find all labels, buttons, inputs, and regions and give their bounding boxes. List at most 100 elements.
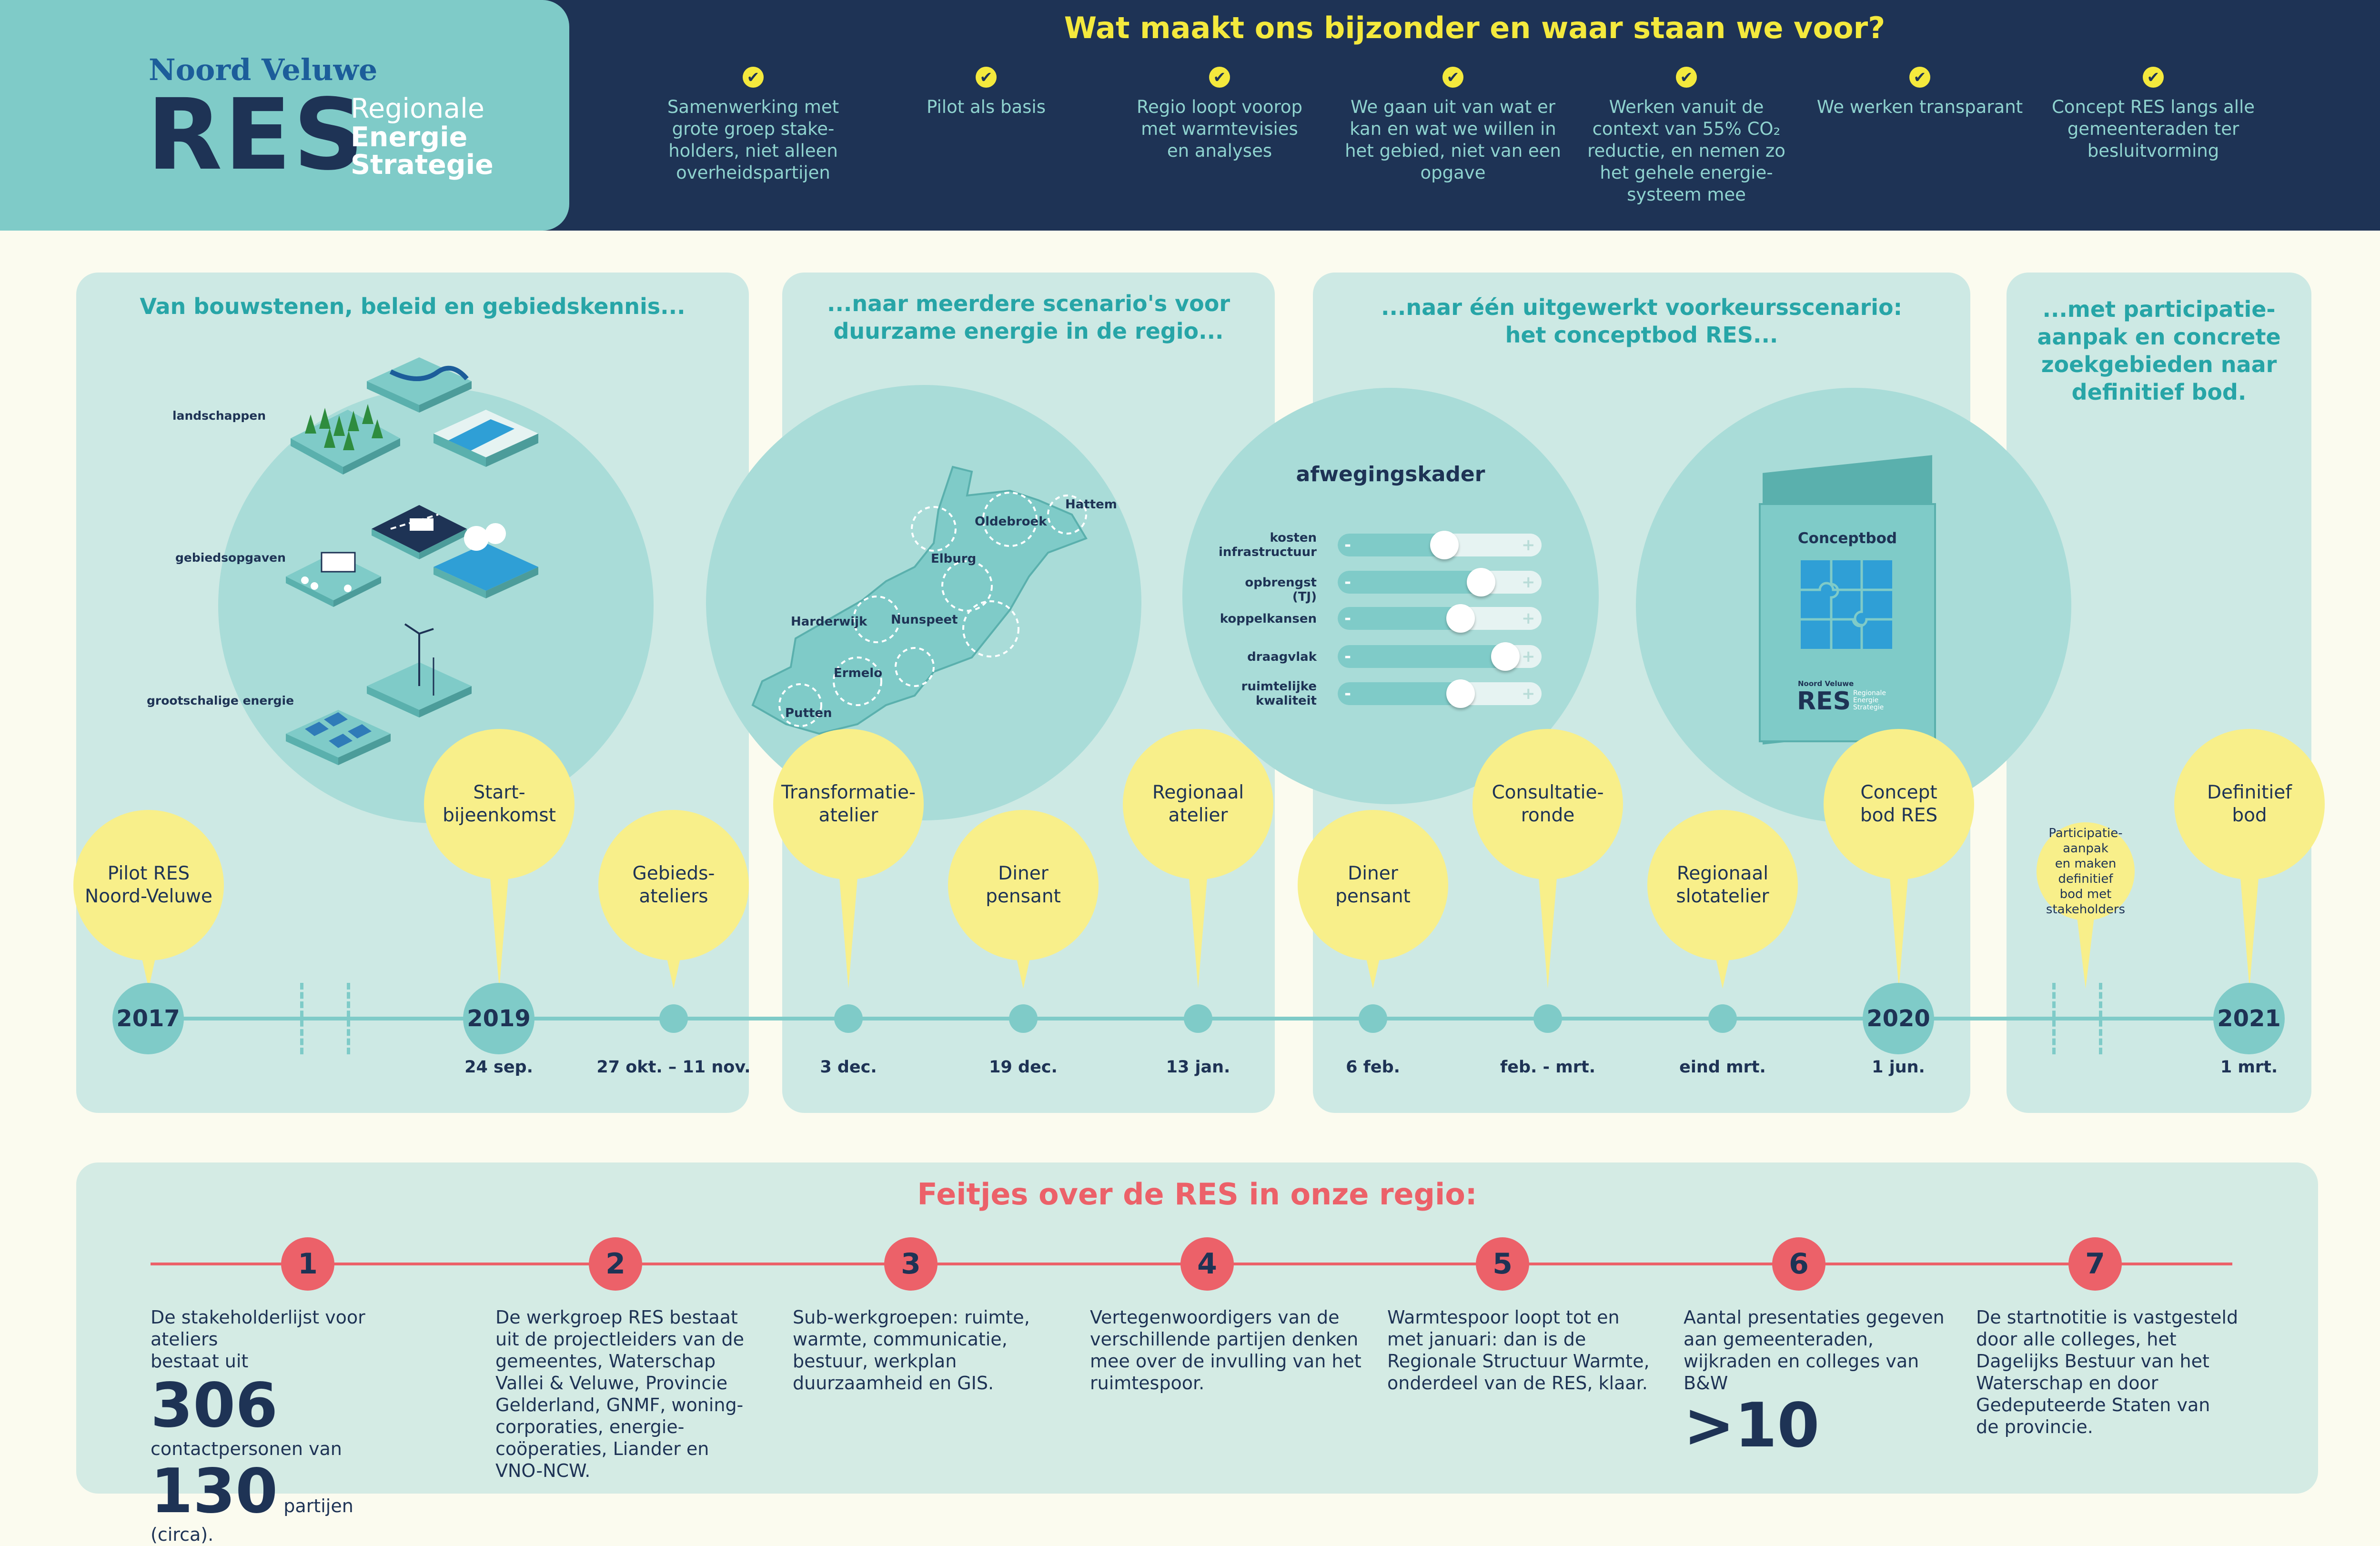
fact-1-small-2: partijen (circa). [151,1495,353,1545]
bubble-text: atelier [1168,805,1228,826]
slider-fill [1338,682,1466,705]
value-line: het gehele energie- [1600,162,1773,183]
check-icon: ✔ [1442,67,1463,88]
fact-number-3: 3 [884,1237,938,1291]
label-landschappen: landschappen [172,409,266,423]
landscape-tiles [291,357,538,475]
fact-line: Aantal presentaties gegeven [1684,1307,1945,1328]
slider-knob[interactable] [1446,604,1475,633]
fact-1-big-306: 306 [151,1370,278,1441]
logo-region-name: Noord Veluwe [149,52,378,87]
bubble-text: atelier [818,805,878,826]
slider-fill [1338,571,1486,594]
slider-minus-icon[interactable]: - [1344,684,1351,703]
bubble-pointer [1188,860,1209,989]
slider-plus-icon[interactable]: + [1522,573,1535,592]
slider-plus-icon[interactable]: + [1522,684,1535,703]
puzzle-icon [1801,560,1892,649]
bubble-text: Gebieds- [632,863,715,884]
fact-line: bestaat uit [151,1351,249,1372]
fact-line: Gedeputeerde Staten van [1976,1394,2210,1415]
bubble-pointer [1537,860,1558,989]
fact-line: De stakeholderlijst voor ateliers [151,1307,365,1350]
bubble-text: Participatie- [2048,826,2123,840]
check-icon: ✔ [2143,67,2164,88]
fact-line: duurzaamheid en GIS. [793,1373,994,1394]
value-line: holders, niet alleen [668,141,838,161]
value-line: met warmtevisies [1141,119,1298,139]
value-3: ✔ Regio loopt voorop met warmtevisies en… [1108,67,1331,162]
fact-line: ruimtespoor. [1090,1373,1205,1394]
bubble-text: Regionaal [1152,782,1244,803]
year-node-2020: 2020 [1863,983,1934,1054]
timeline-dot [1708,1004,1737,1033]
year-node-2019: 2019 [463,983,534,1054]
value-6: ✔ We werken transparant [1808,67,2032,118]
fact-line: door alle colleges, het [1976,1329,2177,1350]
fact-5: Warmtespoor loopt tot en met januari: da… [1387,1306,1654,1394]
fact-line: wijkraden en colleges van B&W [1684,1351,1919,1394]
fact-1-small-1: contactpersonen van [151,1438,342,1459]
book-logo-sub: Regionale Energie Strategie [1853,690,1886,711]
fact-line: verschillende partijen denken [1090,1329,1359,1350]
fact-3: Sub-werkgroepen: ruimte, warmte, communi… [793,1306,1059,1394]
timeline-gap-dash [300,983,306,1054]
slider-knob[interactable] [1467,568,1496,596]
logo-res: RES [147,78,366,192]
timeline-dot [834,1004,863,1033]
slider-label-line: kwaliteit [1255,694,1317,708]
panel-definitief [2007,273,2311,1113]
fact-line: gemeentes, Waterschap [495,1351,716,1372]
fact-1: De stakeholderlijst voor ateliers bestaa… [151,1306,417,1546]
slider-label-line: draagvlak [1247,650,1317,664]
slider-plus-icon[interactable]: + [1522,647,1535,666]
slider-minus-icon[interactable]: - [1344,647,1351,666]
panel-2-title-2: duurzame energie in de regio... [833,318,1224,344]
timeline-dot [1009,1004,1038,1033]
panel-2-title-1: ...naar meerdere scenario's voor [827,291,1230,316]
slider-minus-icon[interactable]: - [1344,609,1351,628]
fact-line: bestuur, werkplan [793,1351,957,1372]
slider-track[interactable] [1338,607,1542,630]
bubble-text: pensant [1335,886,1411,907]
fact-line: Vertegenwoordigers van de [1090,1307,1340,1328]
slider-plus-icon[interactable]: + [1522,536,1535,555]
label-gebiedsopgaven: gebiedsopgaven [175,551,286,565]
isometric-tiles-illustration [286,357,538,765]
fact-line: aan gemeenteraden, [1684,1329,1874,1350]
bubble-text: ronde [1521,805,1575,826]
slider-minus-icon[interactable]: - [1344,573,1351,592]
panel-4-title-2: aanpak en concrete [2037,324,2281,350]
fact-4: Vertegenwoordigers van de verschillende … [1090,1306,1366,1394]
bubble-text: pensant [986,886,1061,907]
slider-plus-icon[interactable]: + [1522,609,1535,628]
book-logo-sub-2: Energie [1853,697,1879,704]
map-label-harderwijk: Harderwijk [791,615,867,629]
slider-knob[interactable] [1430,531,1459,559]
fact-line: De startnotitie is vastgesteld [1976,1307,2239,1328]
bubble-text: Start- [473,782,525,803]
slider-track[interactable] [1338,571,1542,594]
value-2: ✔ Pilot als basis [874,67,1098,118]
slider-knob[interactable] [1491,642,1520,671]
fact-2: De werkgroep RES bestaat uit de projectl… [495,1306,762,1482]
timeline-gap-dash [2099,983,2105,1054]
bubble-text: stakeholders [2046,902,2126,917]
value-line: Samenwerking met [667,97,839,117]
timeline-dot [659,1004,688,1033]
slider-knob[interactable] [1446,679,1475,708]
slider-minus-icon[interactable]: - [1344,536,1351,555]
energy-tiles [286,623,472,765]
bubble-text: bod [2232,805,2267,826]
slider-track[interactable] [1338,682,1542,705]
value-line: gemeenteraden ter [2067,119,2239,139]
fact-line: met januari: dan is de [1387,1329,1586,1350]
value-line: besluitvorming [2087,141,2219,161]
year-node-2021: 2021 [2213,983,2285,1054]
bubble-pointer [2239,860,2260,989]
date-label: eind mrt. [1679,1058,1766,1077]
